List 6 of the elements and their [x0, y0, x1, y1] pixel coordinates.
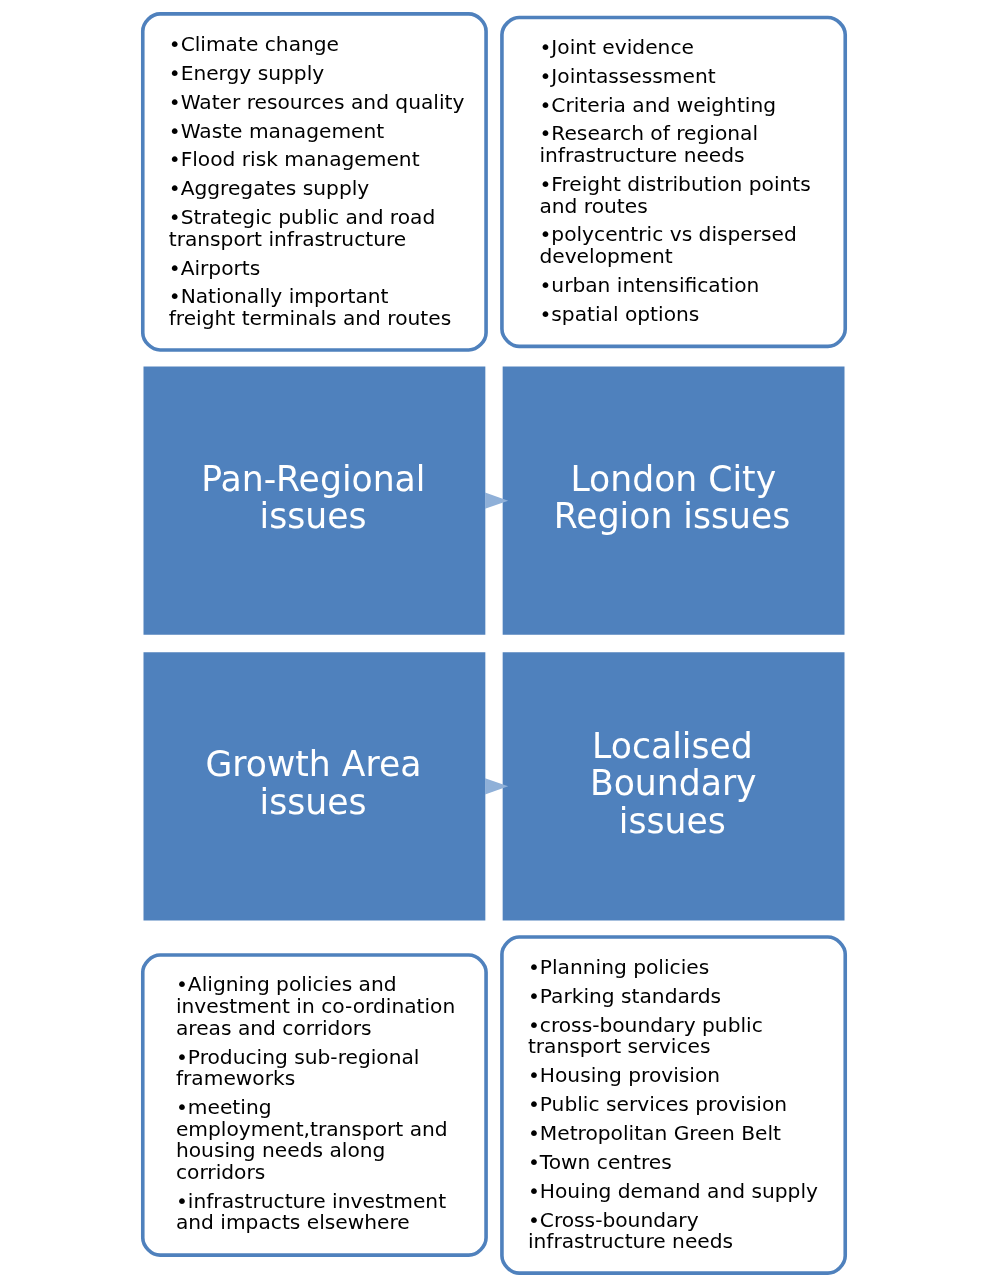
node-box: •Climate change •Energy supply •Water resources and quality •Waste management •Flood risk management •Aggregates supply •Strategic public and road transport infrastructure •Airports •Nationally important freight terminals and routes	[140, 12, 488, 352]
node-box: Localised Boundary issues	[501, 650, 846, 922]
node-box: •Planning policies •Parking standards •cross-boundary public transport services •Housing provision •Public services provision •Metropolitan Green Belt •Town centres •Houing demand and supply •Cross-boundary infrastructure needs	[500, 935, 848, 1275]
node-box: •Aligning policies and investment in co-ordination areas and corridors •Producing sub-regional frameworks •meeting employment,transport and housing needs along corridors •infrastructure investment and impacts elsewhere	[140, 953, 488, 1257]
node-box: •Joint evidence •Jointassessment •Criteria and weighting •Research of regional infrastructure needs •Freight distribution points and routes •polycentric vs dispersed development •urban intensification •spatial options	[500, 15, 848, 349]
node-box: London City Region issues	[501, 365, 846, 637]
